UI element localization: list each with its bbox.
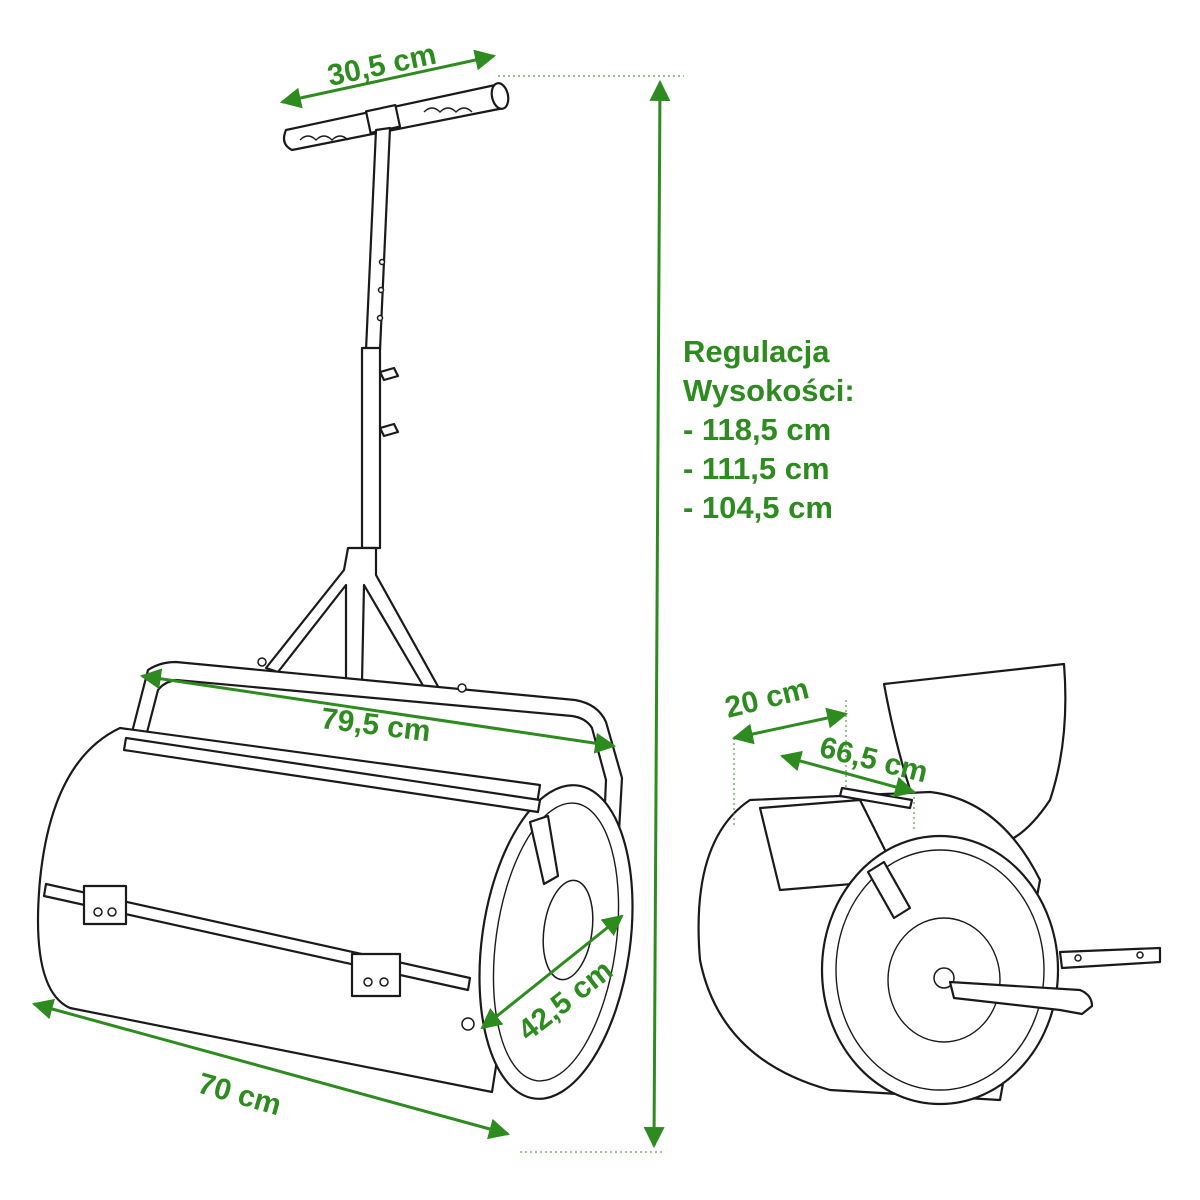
roller-open-view	[697, 662, 1162, 1106]
roller-main-view	[36, 82, 634, 1100]
drum-open-clasp	[866, 860, 912, 920]
drum-diameter-arrow	[480, 914, 624, 1030]
frame-width-label: 79,5 cm	[319, 702, 432, 748]
lid-depth-label: 20 cm	[722, 672, 813, 725]
height-adjustment-note: Regulacja Wysokości: - 118,5 cm - 111,5 …	[683, 332, 855, 527]
handle-width-label: 30,5 cm	[325, 38, 440, 93]
drum	[36, 726, 634, 1100]
height-option: - 111,5 cm	[683, 451, 830, 486]
drum-length-label: 70 cm	[194, 1067, 285, 1122]
drum-clasp	[528, 814, 560, 886]
height-note-title-line1: Regulacja	[683, 334, 830, 369]
lid-depth-arrow	[731, 707, 849, 745]
dimension-lines	[31, 49, 917, 1153]
handle-grip	[282, 82, 510, 152]
drum-length-arrow	[31, 998, 511, 1140]
height-note-title-line2: Wysokości:	[683, 373, 855, 408]
drum-latch-right	[350, 952, 402, 998]
lid-opening-arrow	[779, 750, 917, 798]
frame-bar-open	[948, 980, 1094, 1016]
frame-width-arrow	[139, 668, 617, 754]
height-option: - 118,5 cm	[683, 412, 832, 447]
height-option: - 104,5 cm	[683, 490, 833, 525]
drum-latch-left	[82, 884, 128, 926]
handle-width-arrow	[279, 49, 497, 109]
handle-shaft	[360, 126, 400, 565]
total-height-arrow	[643, 79, 671, 1149]
